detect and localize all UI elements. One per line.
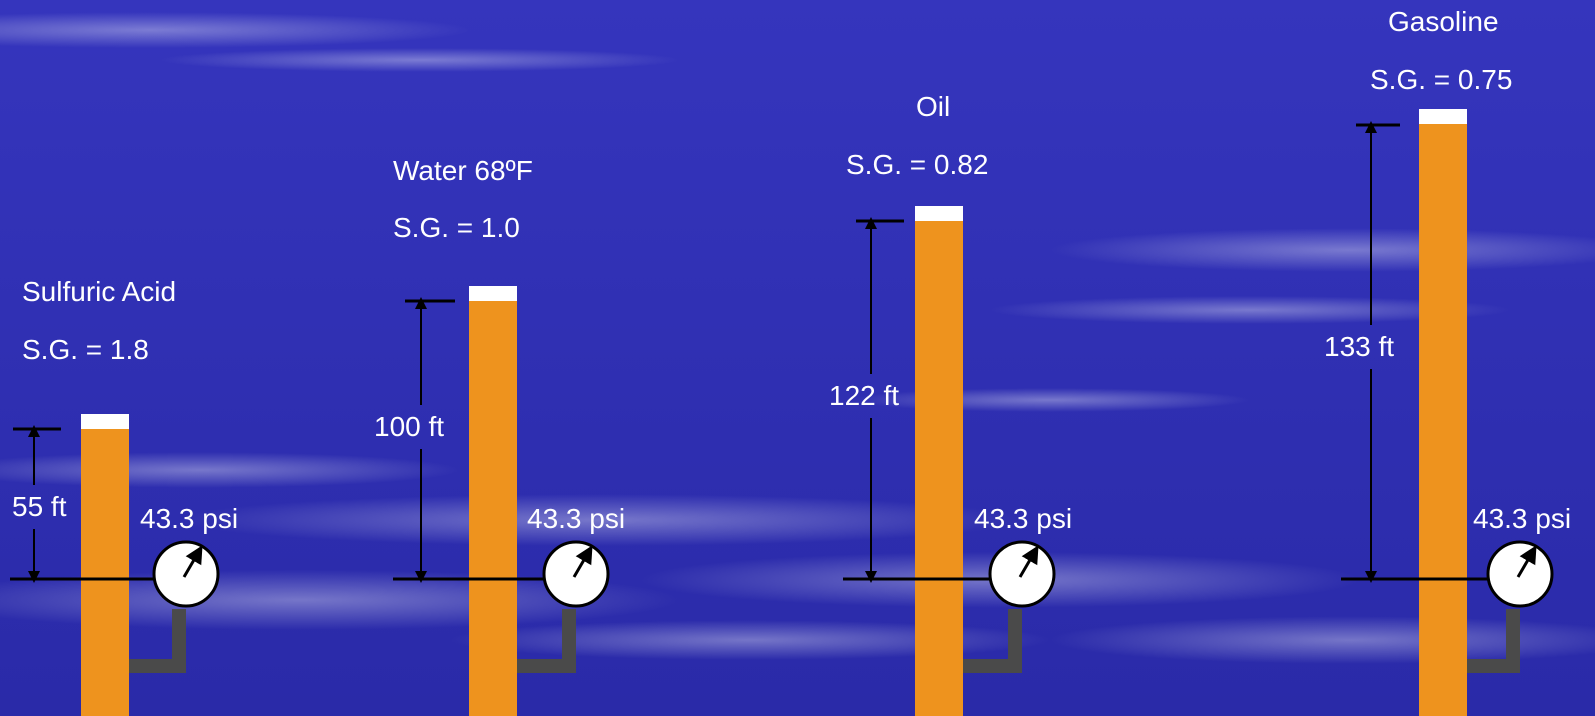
- gasoline-gauge-needle: [1516, 545, 1537, 578]
- gasoline-gauge-pipe: [1467, 609, 1520, 673]
- oil-gauge-needle: [1018, 545, 1039, 578]
- sulfuric-acid-column: [81, 429, 129, 716]
- gasoline-height-label: 133 ft: [1324, 331, 1395, 362]
- water-gauge-pipe: [517, 609, 576, 673]
- sulfuric-acid-gauge-needle: [182, 545, 203, 578]
- gasoline-column-cap: [1419, 109, 1467, 124]
- water-name-label: Water 68ºF: [393, 155, 533, 186]
- oil-pressure-label: 43.3 psi: [974, 503, 1073, 534]
- sulfuric-acid-gauge-pipe: [129, 609, 186, 673]
- oil-sg-label: S.G. = 0.82: [846, 149, 989, 180]
- sulfuric-acid-name-label: Sulfuric Acid: [22, 276, 177, 307]
- gasoline-sg-label: S.G. = 0.75: [1370, 64, 1513, 95]
- water-gauge-needle: [572, 545, 593, 578]
- oil-column-cap: [915, 206, 963, 221]
- sulfuric-acid-sg-label: S.G. = 1.8: [22, 334, 149, 365]
- sulfuric-acid-column-cap: [81, 414, 129, 429]
- sulfuric-acid-height-label: 55 ft: [12, 491, 67, 522]
- water-column-cap: [469, 286, 517, 301]
- water-height-label: 100 ft: [374, 411, 445, 442]
- gasoline-name-label: Gasoline: [1388, 6, 1499, 37]
- oil-column: [915, 221, 963, 716]
- water-sg-label: S.G. = 1.0: [393, 212, 520, 243]
- gasoline-pressure-label: 43.3 psi: [1473, 503, 1572, 534]
- oil-height-label: 122 ft: [829, 380, 900, 411]
- oil-gauge-pipe: [963, 609, 1022, 673]
- oil-name-label: Oil: [916, 91, 951, 122]
- water-pressure-label: 43.3 psi: [527, 503, 626, 534]
- gasoline-column: [1419, 124, 1467, 716]
- sulfuric-acid-pressure-label: 43.3 psi: [140, 503, 239, 534]
- water-column: [469, 301, 517, 716]
